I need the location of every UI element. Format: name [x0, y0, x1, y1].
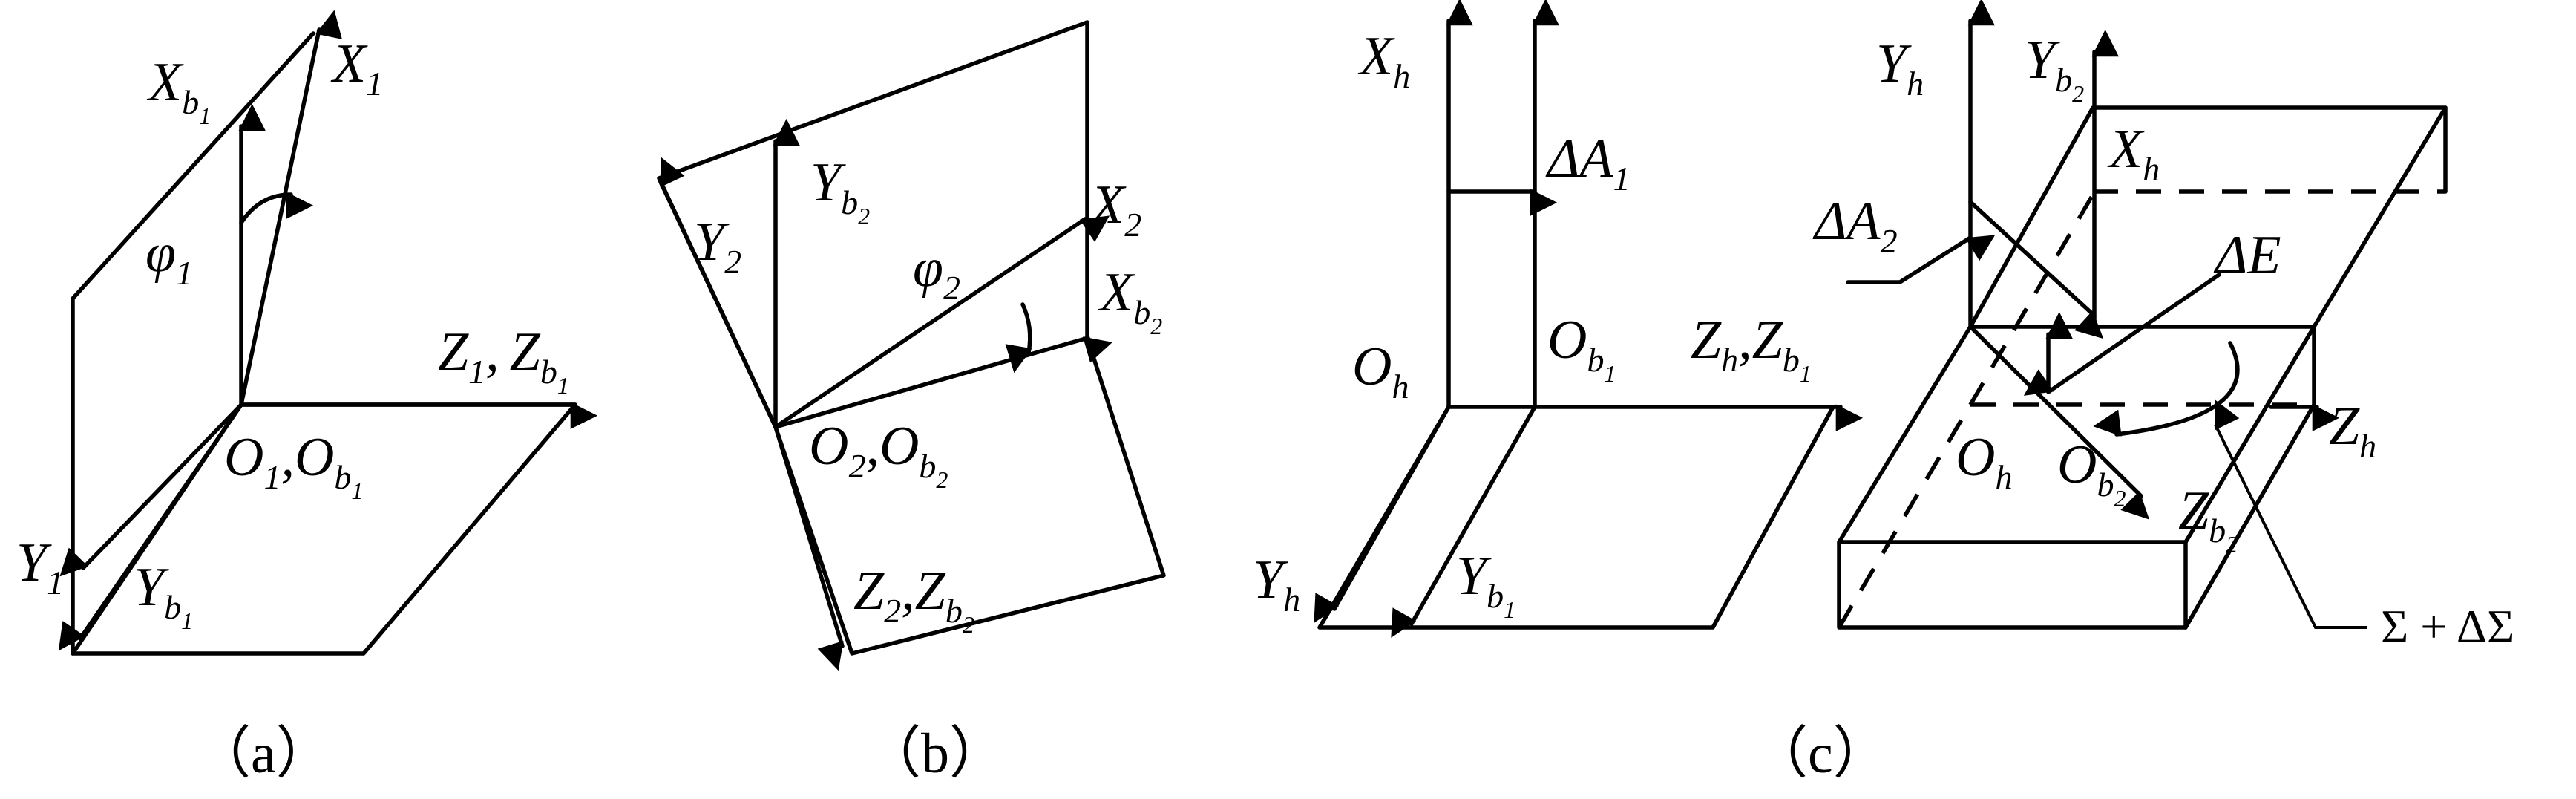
panel-c-zb2-label: Zb2 — [2178, 480, 2238, 558]
panel-c-oh-label: Oh — [1352, 336, 1409, 405]
panel-b: Y2 Yb2 X2 φ2 Xb2 O2,Ob2 Z2,Zb2 （b） — [657, 20, 1166, 785]
panel-c-right: Yh Yb2 Xh ΔA2 ΔE Oh Ob2 Zh Zb2 Σ + ΔΣ （c… — [1751, 0, 2514, 785]
panel-c-zh-axis-right — [1968, 325, 2150, 520]
panel-b-lower-plane — [773, 336, 1166, 656]
panel-c-delta-a2-label: ΔA2 — [1812, 191, 1898, 260]
panel-a-y1-axis — [59, 402, 243, 577]
panel-a-origin-label: O1,Ob1 — [224, 427, 363, 504]
panel-c-box-front-slant — [2183, 325, 2316, 544]
panel-b-y2-label: Y2 — [694, 212, 741, 281]
panel-b-caption: （b） — [865, 723, 1006, 785]
panel-c-yh-right-label: Yh — [1876, 33, 1924, 102]
panel-b-z2-axis — [773, 425, 845, 671]
panel-c-delta-e-label: ΔE — [2213, 225, 2281, 286]
panel-c-ob1-label: Ob1 — [1547, 310, 1616, 387]
panel-c-hidden-edge-3 — [1837, 403, 1973, 629]
panel-a: X1 Xb1 φ1 Z1,Zb1 O1,Ob1 Y1 Yb1 （a） — [16, 10, 598, 785]
panel-a-vertical-plane — [71, 31, 315, 656]
panel-c-zh-right-label: Zh — [2329, 396, 2376, 465]
panel-c-yh-axis — [1314, 405, 1451, 623]
panel-b-xb2-axis — [773, 336, 1112, 429]
panel-a-yb1-axis — [58, 402, 243, 651]
panel-c-yb1-axis — [1391, 405, 1537, 638]
panel-c-box-top-face — [1968, 105, 2448, 329]
panel-c-box-bottom — [1837, 325, 2316, 630]
panel-c-delta-a2-leader — [1846, 235, 1996, 284]
panel-b-phi-label: φ2 — [913, 238, 960, 307]
panel-c-z-label: Zh,Zb1 — [1691, 310, 1812, 387]
panel-c-yb2-label: Yb2 — [2025, 30, 2084, 107]
panel-b-phi-arc — [1005, 302, 1032, 374]
panel-b-yb2-label: Yb2 — [810, 152, 870, 229]
panel-c-sigma-leader — [2214, 400, 2367, 629]
panel-c-delta-a1-label: ΔA1 — [1545, 128, 1631, 198]
panel-c-sigma-arc — [2093, 341, 2240, 437]
panel-c-sigma-label: Σ + ΔΣ — [2381, 600, 2514, 653]
panel-c-left: Xh ΔA1 Oh Ob1 Zh,Zb1 Yh Yb1 — [1253, 0, 1864, 638]
panel-a-y1-label: Y1 — [16, 532, 64, 601]
panel-a-yb1-label: Yb1 — [134, 557, 193, 634]
panel-b-origin-label: O2,Ob2 — [809, 416, 948, 493]
panel-c-delta-e-arrow — [2023, 273, 2221, 396]
panel-b-xb2-label: Xb2 — [1098, 262, 1162, 339]
panel-c-ground-plane — [1317, 405, 1835, 630]
panel-c-xh-right-label: Xh — [2107, 119, 2160, 188]
panel-b-z-label: Z2,Zb2 — [853, 561, 974, 638]
panel-c-delta-a2-arrow — [1968, 200, 2104, 339]
panel-b-x2-label: X2 — [1089, 175, 1141, 244]
panel-b-x2-axis — [773, 215, 1110, 429]
panel-c-oh-right-label: Oh — [1956, 427, 2012, 496]
panel-c-caption: （c） — [1751, 723, 1890, 785]
panel-c-xh-label: Xh — [1357, 26, 1410, 95]
panel-c-yh-label: Yh — [1253, 549, 1300, 619]
panel-b-y2-axis — [658, 157, 778, 429]
panel-a-x1-axis — [239, 10, 342, 407]
panel-a-phi-arc — [239, 192, 314, 225]
panel-a-xb1-label: Xb1 — [146, 52, 211, 129]
panel-a-x1-label: X1 — [330, 33, 383, 102]
panel-c-yb1-label: Yb1 — [1456, 546, 1515, 623]
panel-a-phi-label: φ1 — [145, 223, 193, 292]
panel-c-ob2-label: Ob2 — [2057, 434, 2126, 512]
panel-a-caption: （a） — [194, 723, 332, 785]
panel-a-z-label: Z1,Zb1 — [438, 322, 569, 399]
